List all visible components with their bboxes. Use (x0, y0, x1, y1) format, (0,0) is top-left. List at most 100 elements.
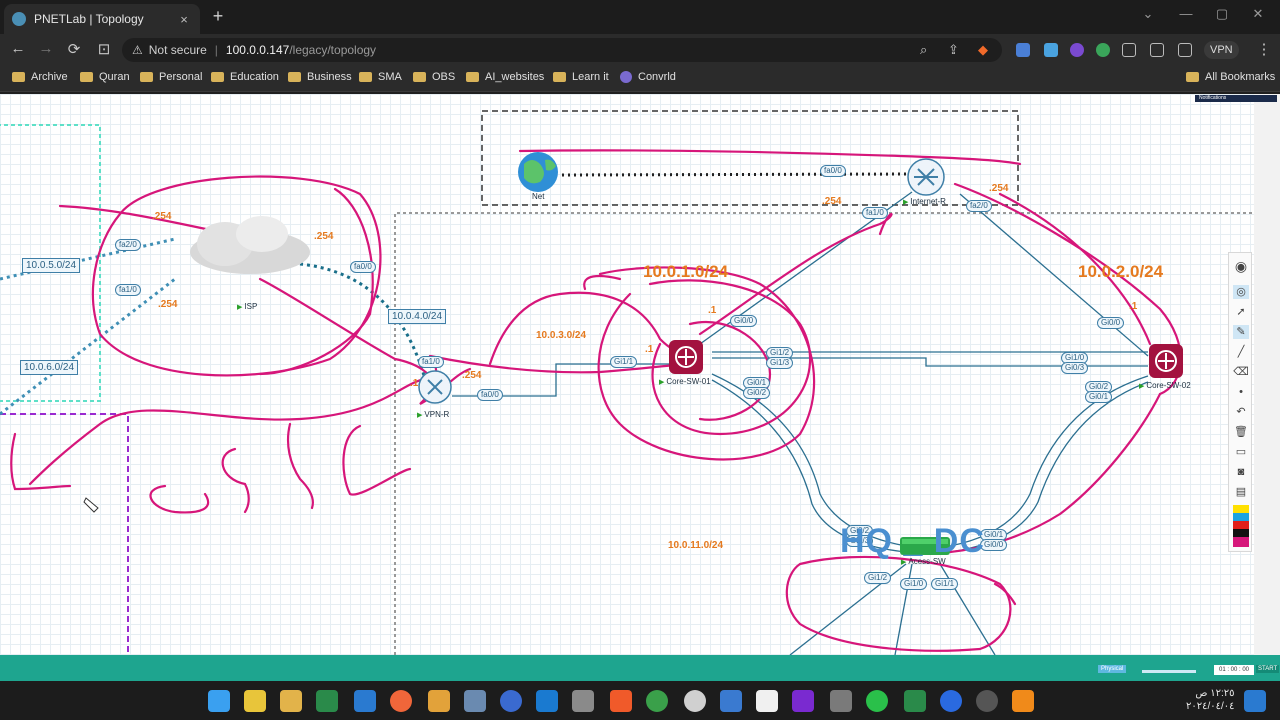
color-pink[interactable] (1233, 537, 1249, 547)
pen-toggle-icon[interactable]: ◉ (1234, 258, 1248, 274)
zoom-icon[interactable] (940, 690, 962, 712)
start-button[interactable]: START (1256, 665, 1280, 673)
eraser-icon[interactable]: ⌫ (1233, 366, 1249, 378)
color-black[interactable] (1233, 529, 1249, 537)
purple-area-box (0, 413, 129, 655)
app-icon[interactable] (904, 690, 926, 712)
app-icon[interactable] (572, 690, 594, 712)
bookmark-learn-it[interactable]: Learn it (553, 71, 609, 83)
back-button[interactable]: ← (10, 40, 26, 57)
bookmark-convrld[interactable]: Convrld (620, 71, 676, 83)
share-icon[interactable]: ⇪ (948, 42, 959, 57)
node-internet-r[interactable] (907, 158, 945, 196)
trash-icon[interactable]: 🗑 (1234, 426, 1248, 438)
camera-icon[interactable]: ◙ (1237, 466, 1245, 478)
onenote-icon[interactable] (792, 690, 814, 712)
extension-icon[interactable] (1044, 43, 1058, 57)
notifications-bar[interactable]: Notifications (1195, 95, 1277, 102)
node-isp[interactable] (190, 216, 310, 274)
wallet-icon[interactable] (1178, 43, 1192, 57)
node-net[interactable] (518, 152, 558, 192)
undo-icon[interactable]: ↶ (1236, 406, 1246, 418)
menu-icon[interactable]: ⋮ (1256, 41, 1272, 58)
reload-button[interactable]: ⟳ (67, 41, 81, 58)
screen-icon[interactable]: ▭ (1235, 446, 1247, 458)
clipboard-icon[interactable]: ▤ (1235, 486, 1247, 498)
vscode-icon[interactable] (354, 690, 376, 712)
node-label-internet-r: ▶Internet-R (903, 197, 946, 206)
line-icon[interactable]: ╱ (1237, 346, 1245, 358)
app-icon[interactable] (536, 690, 558, 712)
system-clock[interactable]: ١٢:٢٥ ص ٢٠٢٤/٠٤/٠٤ (1186, 687, 1235, 713)
close-window-button[interactable]: ✕ (1252, 6, 1264, 21)
windows-taskbar: ١٢:٢٥ ص ٢٠٢٤/٠٤/٠٤ (0, 681, 1280, 720)
clock-date: ٢٠٢٤/٠٤/٠٤ (1186, 701, 1235, 712)
vpn-button[interactable]: VPN (1204, 41, 1239, 59)
bookmark-business[interactable]: Business (288, 71, 352, 83)
notion-icon[interactable] (756, 690, 778, 712)
eye-icon[interactable]: ◎ (1233, 285, 1249, 299)
node-vpn-r[interactable] (418, 370, 452, 404)
chrome-icon[interactable] (646, 690, 668, 712)
zoom-slider[interactable] (1142, 670, 1196, 673)
copilot-icon[interactable] (1244, 690, 1266, 712)
maximize-button[interactable]: ▢ (1215, 6, 1229, 21)
color-red[interactable] (1233, 521, 1249, 529)
all-bookmarks[interactable]: All Bookmarks (1186, 71, 1275, 83)
extension-icon[interactable] (1070, 43, 1084, 57)
interface-label: Gi0/0 (1097, 317, 1125, 329)
brave-icon[interactable] (610, 690, 632, 712)
folder-icon (359, 72, 372, 82)
extension-icon[interactable] (1096, 43, 1110, 57)
dot-icon[interactable]: • (1239, 386, 1243, 398)
new-tab-button[interactable]: + (212, 6, 224, 26)
calculator-icon[interactable] (830, 690, 852, 712)
notepad-icon[interactable] (316, 690, 338, 712)
topology-canvas[interactable]: Net ▶Internet-R ▶ISP ▶VPN-R ▶Core-SW-01 … (0, 94, 1254, 655)
color-blue[interactable] (1233, 513, 1249, 521)
color-yellow[interactable] (1233, 505, 1249, 513)
bookmark-personal[interactable]: Personal (140, 71, 202, 83)
interface-label: fa1/0 (418, 356, 444, 368)
bookmark-education[interactable]: Education (211, 71, 279, 83)
extensions-puzzle-icon[interactable] (1122, 43, 1136, 57)
node-acess-sw[interactable] (900, 537, 950, 555)
node-label-net: Net (532, 192, 545, 201)
virtualbox-icon[interactable] (464, 690, 486, 712)
zoom-icon[interactable]: ⌕ (920, 42, 928, 57)
app-icon[interactable] (244, 690, 266, 712)
network-label: 10.0.5.0/24 (22, 258, 81, 273)
chatgpt-icon[interactable] (684, 690, 706, 712)
pen-icon[interactable]: ✎ (1233, 325, 1249, 339)
tab-pnetlab[interactable]: PNETLab | Topology × (4, 4, 200, 34)
bookmark-quran[interactable]: Quran (80, 71, 130, 83)
app-icon[interactable] (500, 690, 522, 712)
brave-shield-icon[interactable]: ◆ (978, 42, 988, 57)
minimize-button[interactable]: — (1179, 6, 1193, 21)
app-icon[interactable] (428, 690, 450, 712)
not-secure-icon: ⚠ (132, 43, 143, 57)
node-core-sw-02[interactable] (1149, 344, 1183, 378)
node-core-sw-01[interactable] (669, 340, 703, 374)
bookmark-sma[interactable]: SMA (359, 71, 402, 83)
bookmark-ai-websites[interactable]: AI_websites (466, 71, 544, 83)
translate-extension-icon[interactable] (1016, 43, 1030, 57)
address-input[interactable]: ⚠ Not secure | 100.0.0.147 /legacy/topol… (122, 38, 1002, 62)
tab-search-icon[interactable]: ⌄ (1142, 6, 1154, 21)
forward-button[interactable]: → (38, 40, 54, 57)
bookmark-page-icon[interactable]: ⊡ (97, 41, 111, 58)
vlc-icon[interactable] (1012, 690, 1034, 712)
bookmark-archive[interactable]: Archive (12, 71, 68, 83)
todo-icon[interactable] (720, 690, 742, 712)
obs-icon[interactable] (976, 690, 998, 712)
tab-close-icon[interactable]: × (180, 11, 188, 27)
postman-icon[interactable] (390, 690, 412, 712)
file-explorer-icon[interactable] (280, 690, 302, 712)
windows-start-icon[interactable] (208, 690, 230, 712)
bookmark-obs[interactable]: OBS (413, 71, 455, 83)
vertical-scrollbar[interactable] (1254, 94, 1280, 655)
physical-label[interactable]: Physical (1098, 665, 1127, 673)
pointer-icon[interactable]: ➚ (1236, 306, 1246, 318)
sidebar-icon[interactable] (1150, 43, 1164, 57)
whatsapp-icon[interactable] (866, 690, 888, 712)
